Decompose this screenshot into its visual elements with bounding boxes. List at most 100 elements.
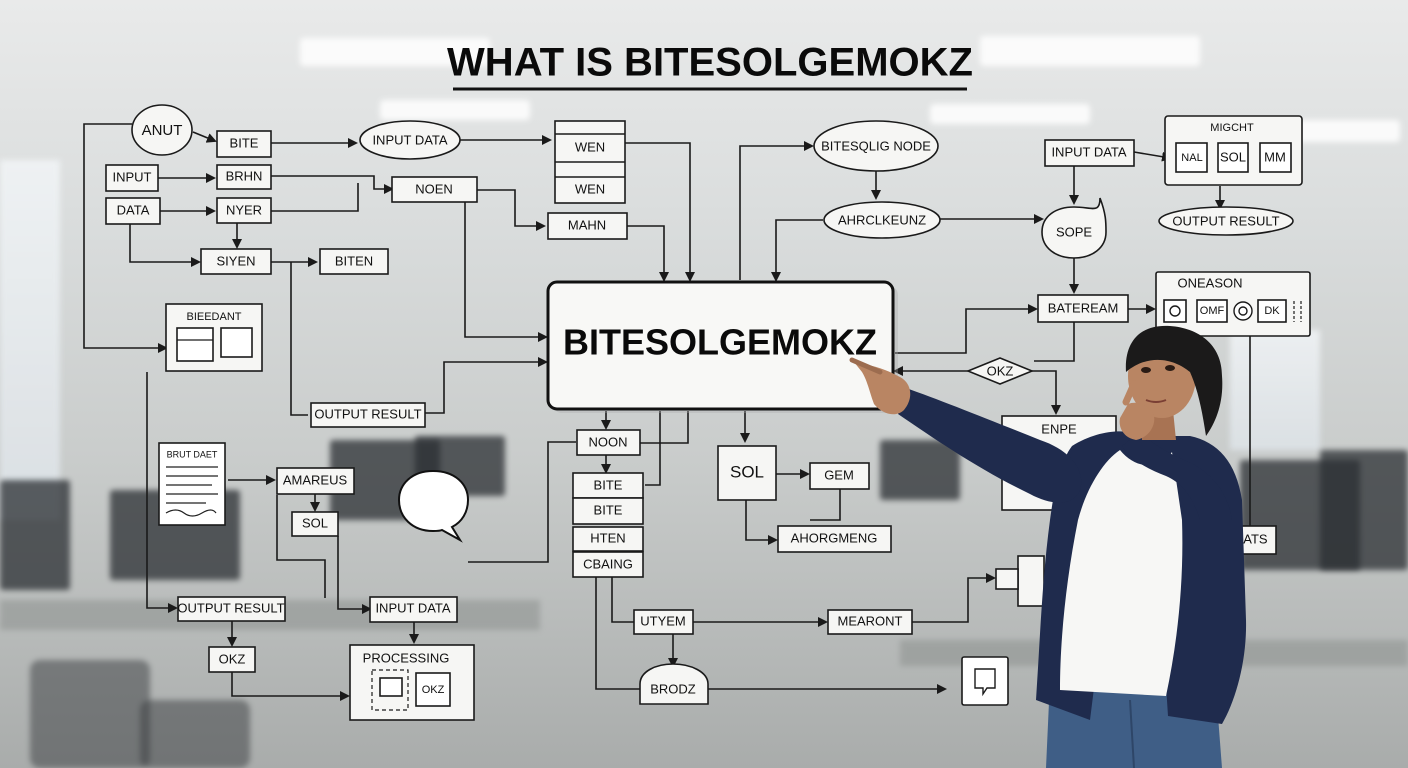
node-bieedant[interactable]: BIEEDANT: [165, 303, 263, 372]
migcht-nal: NAL: [1181, 152, 1202, 164]
document-icon: [961, 656, 1009, 706]
desk-monitor: [0, 480, 70, 590]
node-output-result-mid[interactable]: OUTPUT RESULT: [310, 402, 426, 428]
node-data-left[interactable]: DATA: [105, 197, 161, 225]
desk-monitor: [1320, 450, 1408, 570]
node-mearont[interactable]: MEARONT: [827, 609, 913, 635]
svg-text:MIGCHT: MIGCHT: [1210, 122, 1254, 134]
svg-text:BITE: BITE: [230, 135, 259, 150]
node-input-data-bottom[interactable]: INPUT DATA: [369, 596, 458, 623]
node-nyer[interactable]: NYER: [216, 197, 272, 224]
office-chair: [140, 700, 250, 768]
node-noon[interactable]: NOON: [576, 429, 641, 456]
migcht-mm: MM: [1264, 149, 1286, 164]
node-noen[interactable]: NOEN: [391, 176, 478, 203]
svg-text:PROCESSING: PROCESSING: [363, 650, 450, 665]
svg-text:SOL: SOL: [302, 515, 328, 530]
node-brodz[interactable]: BRODZ: [639, 663, 709, 705]
svg-text:ENPE: ENPE: [1041, 421, 1077, 436]
svg-text:DATA: DATA: [117, 202, 150, 217]
svg-text:OUTPUT RESULT: OUTPUT RESULT: [314, 406, 421, 421]
connector-lines: [83, 123, 1251, 701]
svg-text:OUTPUT RESULT: OUTPUT RESULT: [177, 600, 284, 615]
node-anut[interactable]: ANUT: [131, 104, 193, 156]
office-window: [0, 160, 60, 520]
diagram-title: WHAT IS BITESOLGEMOKZ: [447, 41, 973, 85]
node-processing[interactable]: PROCESSING OKZ: [349, 644, 475, 721]
node-input-left[interactable]: INPUT: [105, 164, 159, 192]
svg-text:INPUT: INPUT: [113, 169, 152, 184]
bite-stack-cbaing: CBAING: [583, 556, 633, 571]
svg-text:GEM: GEM: [824, 467, 854, 482]
oneason-omf: OMF: [1200, 305, 1225, 317]
node-output-result-top[interactable]: OUTPUT RESULT: [1158, 206, 1294, 236]
wen-label-2: WEN: [575, 181, 605, 196]
svg-text:BATEREAM: BATEREAM: [1048, 300, 1119, 315]
node-migcht[interactable]: MIGCHT NAL SOL MM: [1164, 115, 1303, 186]
node-side-card[interactable]: [995, 555, 1045, 607]
svg-text:BITEN: BITEN: [335, 253, 373, 268]
person-pointing: [849, 325, 1247, 768]
svg-text:INPUT DATA: INPUT DATA: [1051, 144, 1126, 159]
svg-text:NOON: NOON: [589, 434, 628, 449]
node-amareus[interactable]: AMAREUS: [276, 467, 355, 495]
node-oneason[interactable]: ONEASON OMF DK: [1155, 271, 1311, 337]
node-bateream[interactable]: BATEREAM: [1037, 294, 1129, 323]
migcht-sol: SOL: [1220, 149, 1246, 164]
office-chair: [30, 660, 150, 768]
node-okz-bottom[interactable]: OKZ: [208, 646, 256, 673]
svg-text:INPUT DATA: INPUT DATA: [372, 132, 447, 147]
oneason-dk: DK: [1264, 305, 1280, 317]
bite-stack-2: BITE: [594, 502, 623, 517]
ceiling-light: [300, 38, 490, 66]
node-sol-mid[interactable]: SOL: [717, 445, 777, 501]
ceiling-light: [1290, 120, 1400, 142]
svg-text:AHRCLKEUNZ: AHRCLKEUNZ: [838, 212, 926, 227]
node-gem[interactable]: GEM: [809, 462, 870, 490]
desk-monitor: [880, 440, 960, 500]
node-utyem[interactable]: UTYEM: [633, 609, 694, 635]
node-siyen[interactable]: SIYEN: [200, 248, 272, 275]
node-bitesqlig[interactable]: BITESQLIG NODE: [813, 120, 939, 172]
core-node[interactable]: BITESOLGEMOKZ: [546, 280, 898, 413]
node-bite-stack[interactable]: BITE BITE HTEN CBAING: [572, 472, 644, 578]
bite-stack-hten: HTEN: [590, 530, 625, 545]
node-biten[interactable]: BITEN: [319, 248, 389, 275]
svg-text:NYER: NYER: [226, 202, 262, 217]
node-bite-top[interactable]: BITE: [216, 130, 272, 158]
svg-text:OKZ: OKZ: [987, 363, 1014, 378]
svg-text:BRUT DAET: BRUT DAET: [167, 449, 218, 459]
node-brhn[interactable]: BRHN: [216, 164, 272, 190]
node-output-result-bottom[interactable]: OUTPUT RESULT: [177, 596, 286, 622]
svg-text:BIEEDANT: BIEEDANT: [186, 311, 241, 323]
svg-text:BRHN: BRHN: [226, 168, 263, 183]
svg-text:UTYEM: UTYEM: [640, 613, 686, 628]
question-bubble: [397, 469, 470, 543]
node-mahn[interactable]: MAHN: [547, 212, 628, 240]
ceiling-light: [930, 104, 1090, 124]
node-ahorgmeng[interactable]: AHORGMENG: [777, 525, 892, 553]
node-sope[interactable]: SOPE: [1041, 197, 1107, 259]
svg-text:BRODZ: BRODZ: [650, 681, 696, 696]
node-ahrclkeunz[interactable]: AHRCLKEUNZ: [823, 201, 941, 239]
svg-text:SIYEN: SIYEN: [216, 253, 255, 268]
ceiling-light: [980, 36, 1200, 66]
node-okz-diamond[interactable]: OKZ: [965, 357, 1035, 385]
core-label: BITESOLGEMOKZ: [563, 322, 877, 363]
wen-label-1: WEN: [575, 139, 605, 154]
node-brut-daet-doc[interactable]: BRUT DAET: [158, 442, 226, 526]
svg-text:MEARONT: MEARONT: [838, 613, 903, 628]
svg-text:ONEASON: ONEASON: [1177, 275, 1242, 290]
node-input-data-right[interactable]: INPUT DATA: [1044, 139, 1135, 167]
office-window: [1230, 330, 1320, 450]
svg-text:ANUT: ANUT: [142, 122, 183, 139]
node-input-data-a[interactable]: INPUT DATA: [359, 120, 461, 160]
svg-text:MAHN: MAHN: [568, 217, 606, 232]
bite-stack-1: BITE: [594, 477, 623, 492]
node-wen-stack[interactable]: WEN WEN: [554, 120, 626, 204]
svg-text:SOPE: SOPE: [1056, 224, 1092, 239]
node-sol-left[interactable]: SOL: [291, 511, 339, 537]
svg-text:INPUT DATA: INPUT DATA: [375, 600, 450, 615]
svg-text:NOEN: NOEN: [415, 181, 453, 196]
